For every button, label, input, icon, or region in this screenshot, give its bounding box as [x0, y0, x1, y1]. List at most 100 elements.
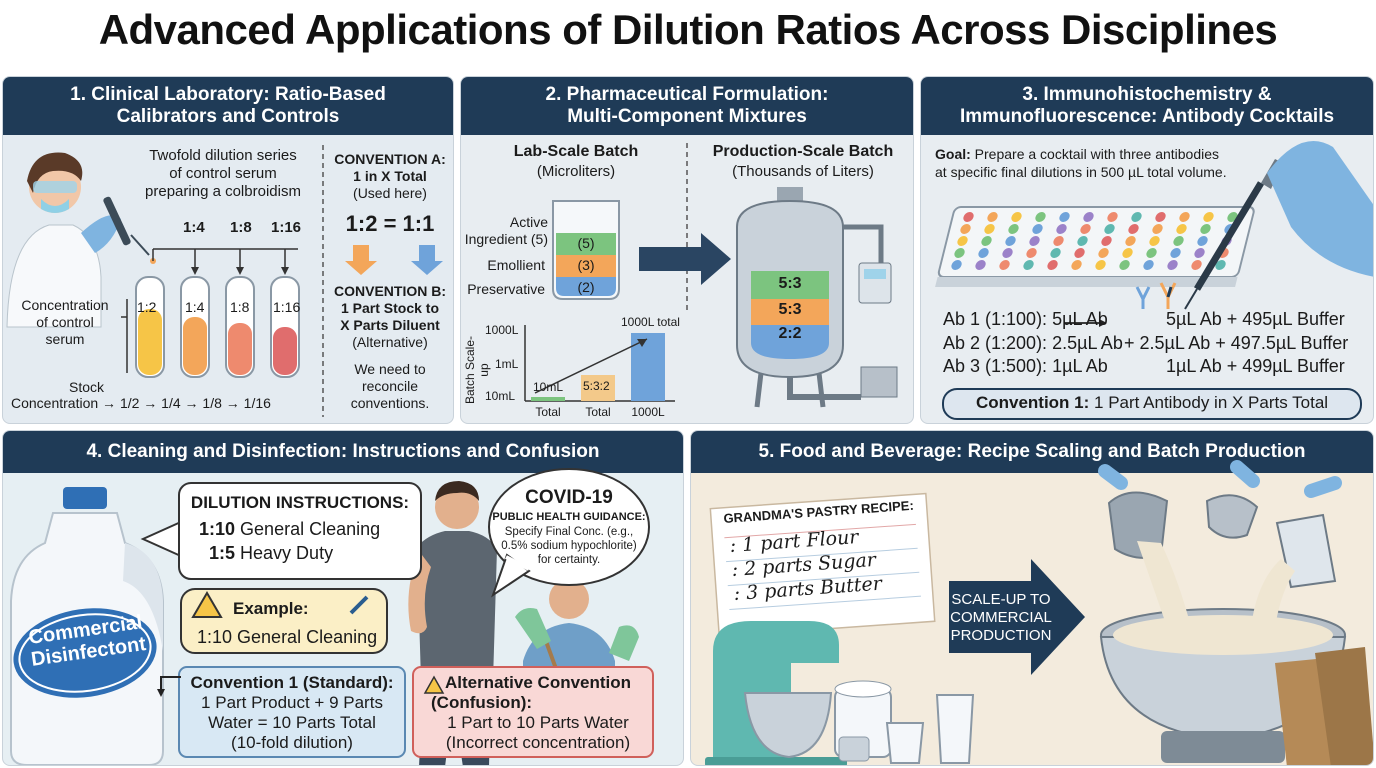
- panel-immuno: 3. Immunohistochemistry & Immunofluoresc…: [920, 76, 1374, 424]
- well-plate-icon: [935, 206, 1255, 287]
- goal-label: Goal:: [935, 146, 971, 162]
- caption-line3: preparing a colbroidism: [145, 183, 301, 200]
- alternative-line1: 1 Part to 10 Parts Water: [447, 713, 629, 732]
- production-tank-icon: [736, 187, 898, 408]
- conc-line1: Concentration: [21, 297, 109, 313]
- conv-b-title: CONVENTION B:: [334, 283, 446, 299]
- well-dot: [978, 248, 989, 258]
- instruction-text-2: Heavy Duty: [240, 543, 334, 563]
- well-dot: [1077, 236, 1088, 246]
- well-dot: [1101, 236, 1112, 246]
- well-dot: [975, 260, 986, 270]
- main-title: Advanced Applications of Dilution Ratios…: [98, 6, 1278, 53]
- top-ratio-3: 1:16: [271, 219, 302, 236]
- chart-bar-label-3: 1000L total: [621, 315, 680, 329]
- well-dot: [1122, 248, 1133, 258]
- conc-line3: serum: [45, 331, 85, 347]
- conv-a-title: CONVENTION A:: [334, 151, 446, 167]
- goal-line2: at specific final dilutions in 500 µL to…: [935, 164, 1227, 180]
- ab2-right: + 2.5µL Ab + 497.5µL Buffer: [1124, 333, 1349, 353]
- well-dot: [1125, 236, 1136, 246]
- ab1-left: Ab 1 (1:100): 5µL Ab: [943, 309, 1108, 329]
- panel-pharma: 2. Pharmaceutical Formulation: Multi-Com…: [460, 76, 914, 424]
- conv-b-line2: X Parts Diluent: [340, 317, 440, 333]
- convention-standard-title: Convention 1 (Standard):: [190, 673, 394, 692]
- well-dot: [1128, 224, 1139, 234]
- scale-label-line2: COMMERCIAL: [950, 609, 1052, 626]
- well-dot: [981, 236, 992, 246]
- well-dot: [1008, 224, 1019, 234]
- tube-label-4: 1:16: [273, 299, 301, 315]
- example-text: 1:10 General Cleaning: [197, 627, 378, 647]
- ingredient-preservative: Preservative: [467, 281, 545, 297]
- top-ratio-1: 1:4: [183, 219, 205, 236]
- reconcile-note: We need to reconcile conventions.: [327, 361, 453, 412]
- panel5-illustration: [705, 460, 1373, 765]
- well-dot: [1119, 260, 1130, 270]
- panel4-header: 4. Cleaning and Disinfection: Instructio…: [3, 431, 683, 473]
- scale-label-line3: PRODUCTION: [950, 627, 1052, 644]
- covid-subtitle: PUBLIC HEALTH GUIDANCE:: [492, 511, 646, 523]
- prod-batch-title: Production-Scale Batch: [712, 143, 894, 160]
- chart-ytick-1: 1000L: [485, 323, 519, 337]
- chart-xtick-1: Total: [535, 405, 561, 419]
- instruction-line-2: 1:5 Heavy Duty: [209, 543, 333, 564]
- goal-line1: Prepare a cocktail with three antibodies: [974, 146, 1220, 162]
- conc-line2: of control: [36, 314, 94, 330]
- well-dot: [1053, 236, 1064, 246]
- well-dot: [1215, 260, 1226, 270]
- panel2-illustration: [524, 143, 898, 408]
- well-dot: [1200, 224, 1211, 234]
- panel3-header: 3. Immunohistochemistry & Immunofluoresc…: [921, 77, 1373, 135]
- well-dot: [954, 248, 965, 258]
- well-dot: [1203, 212, 1214, 222]
- antibody-icon: [1135, 282, 1177, 309]
- panel3-header-line1: 3. Immunohistochemistry &: [1022, 84, 1272, 106]
- ingredient-active-2: Ingredient (5): [464, 231, 548, 247]
- alternative-convention-box: Alternative Convention (Confusion): 1 Pa…: [423, 673, 653, 753]
- top-ratio-2: 1:8: [230, 219, 252, 236]
- panel2-header-line2: Multi-Component Mixtures: [567, 106, 807, 127]
- dilution-caption: Twofold dilution series of control serum…: [133, 147, 313, 201]
- concentration-label: Concentration of control serum: [9, 297, 121, 348]
- scale-up-chart: [524, 325, 675, 402]
- tank-layer-2: 5:3: [778, 301, 802, 318]
- instructions-title: DILUTION INSTRUCTIONS:: [190, 493, 410, 512]
- well-dot: [1032, 224, 1043, 234]
- well-dot: [1167, 260, 1178, 270]
- reconcile-line3: conventions.: [350, 395, 430, 411]
- covid-line3: for certainty.: [537, 554, 601, 566]
- well-dot: [1002, 248, 1013, 258]
- well-dot: [1197, 236, 1208, 246]
- convention-standard-line3: (10-fold dilution): [231, 733, 353, 752]
- goal-text: Goal: Prepare a cocktail with three anti…: [935, 145, 1355, 181]
- well-dot: [1011, 212, 1022, 222]
- ingredient-emollient: Emollient: [487, 257, 545, 273]
- well-dot: [1050, 248, 1061, 258]
- panel2-header: 2. Pharmaceutical Formulation: Multi-Com…: [461, 77, 913, 135]
- panel3-illustration: [935, 140, 1373, 420]
- instruction-ratio-1: 1:10: [199, 519, 236, 539]
- well-dot: [1005, 236, 1016, 246]
- covid-line1: Specify Final Conc. (e.g.,: [504, 526, 634, 538]
- well-dot: [963, 212, 974, 222]
- conv-a-note: (Used here): [353, 185, 427, 201]
- prod-batch-sub: (Thousands of Liters): [732, 163, 874, 180]
- panel3-header-line2: Immunofluorescence: Antibody Cocktails: [959, 106, 1335, 127]
- instruction-ratio-2: 1:5: [209, 543, 236, 563]
- well-dot: [951, 260, 962, 270]
- ab3-right: 1µL Ab + 499µL Buffer: [1166, 356, 1345, 376]
- panel4-illustration: [10, 468, 654, 765]
- beaker-layer-3: (2): [577, 279, 595, 295]
- well-dot: [1059, 212, 1070, 222]
- well-dot: [1029, 236, 1040, 246]
- well-dot: [1155, 212, 1166, 222]
- panel-clinical-lab: 1. Clinical Laboratory: Ratio-Based Cali…: [2, 76, 454, 424]
- well-dot: [1191, 260, 1202, 270]
- stock-label: Stock: [69, 379, 105, 395]
- tank-layer-3: 2:2: [778, 325, 802, 342]
- beaker-layer-2: (3): [577, 257, 595, 273]
- well-dot: [999, 260, 1010, 270]
- beaker-icon: [552, 200, 620, 300]
- well-dot: [1071, 260, 1082, 270]
